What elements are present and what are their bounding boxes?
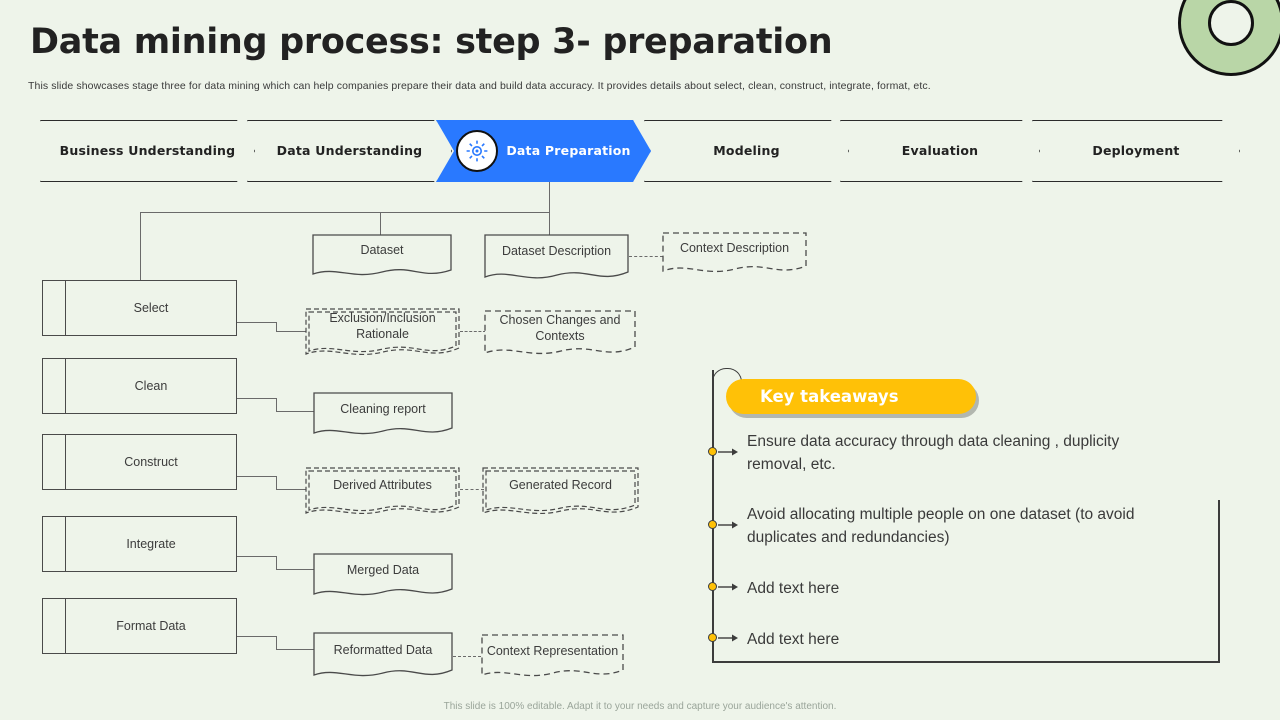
page-title: Data mining process: step 3- preparation	[30, 22, 833, 62]
chevron-step-deployment[interactable]: Deployment	[1032, 120, 1240, 182]
connector-dashed	[460, 489, 484, 490]
process-chevron-bar: Business Understanding Data Understandin…	[40, 120, 1240, 182]
connector	[276, 322, 278, 332]
stage-clean[interactable]: Clean	[42, 358, 237, 414]
artifact-generated-record[interactable]: Generated Record	[482, 467, 639, 519]
chevron-label: Business Understanding	[59, 143, 236, 159]
key-takeaway-item-3: Add text here	[747, 580, 840, 597]
connector	[549, 182, 551, 212]
stage-tab	[43, 359, 66, 413]
connector	[237, 556, 277, 558]
bullet-dot	[708, 633, 717, 642]
artifact-label: Context Representation	[486, 644, 619, 659]
connector	[276, 649, 314, 651]
stage-label: Format Data	[116, 619, 186, 633]
artifact-label: Reformatted Data	[333, 643, 433, 658]
stage-label: Integrate	[126, 537, 176, 551]
artifact-label: Generated Record	[509, 478, 612, 493]
artifact-label: Exclusion/Inclusion Rationale	[329, 311, 436, 341]
key-takeaway-item-4: Add text here	[747, 631, 840, 648]
stage-select[interactable]: Select	[42, 280, 237, 336]
connector	[276, 476, 278, 490]
stage-label: Construct	[124, 455, 178, 469]
key-takeaways-badge: Key takeaways	[726, 379, 976, 414]
artifact-label: Context Description	[679, 240, 790, 255]
stage-label: Select	[133, 301, 169, 315]
artifact-label: Dataset	[360, 243, 404, 258]
connector	[276, 398, 278, 412]
artifact-label: Merged Data	[346, 563, 420, 578]
connector	[140, 212, 550, 214]
connector	[276, 569, 314, 571]
chevron-step-data-preparation[interactable]: Data Preparation	[436, 120, 651, 182]
connector	[140, 212, 142, 282]
connector-dashed	[629, 256, 663, 257]
bullet-dot	[708, 520, 717, 529]
stage-label: Clean	[134, 379, 168, 393]
artifact-context-description[interactable]: Context Description	[662, 232, 807, 277]
artifact-dataset-description[interactable]: Dataset Description	[484, 234, 629, 284]
stage-tab	[43, 599, 66, 653]
artifact-context-representation[interactable]: Context Representation	[481, 634, 624, 682]
bullet-dot	[708, 447, 717, 456]
connector	[276, 411, 314, 413]
stage-integrate[interactable]: Integrate	[42, 516, 237, 572]
footer-note: This slide is 100% editable. Adapt it to…	[443, 701, 837, 712]
artifact-derived-attributes[interactable]: Derived Attributes	[305, 467, 460, 519]
page-subtitle: This slide showcases stage three for dat…	[28, 80, 931, 92]
artifact-label: Cleaning report	[340, 402, 426, 417]
key-takeaways-bracket-bottom	[712, 661, 1220, 663]
artifact-chosen-changes[interactable]: Chosen Changes and Contexts	[484, 310, 636, 360]
connector	[237, 398, 277, 400]
artifact-label: Dataset Description	[501, 244, 612, 259]
bullet-dot	[708, 582, 717, 591]
key-takeaways-bracket-right	[1218, 500, 1220, 662]
connector	[276, 331, 306, 333]
decorative-circle	[1178, 0, 1280, 80]
chevron-label: Deployment	[1092, 143, 1180, 159]
key-takeaway-item-2: Avoid allocating multiple people on one …	[747, 506, 1135, 547]
chevron-label: Data Understanding	[276, 143, 423, 159]
chevron-step-data-understanding[interactable]: Data Understanding	[247, 120, 452, 182]
connector	[276, 556, 278, 570]
connector	[276, 636, 278, 650]
stage-tab	[43, 281, 66, 335]
stage-construct[interactable]: Construct	[42, 434, 237, 490]
connector-dashed	[460, 331, 486, 332]
connector	[276, 489, 306, 491]
chevron-label: Modeling	[713, 143, 780, 159]
artifact-label: Chosen Changes and Contexts	[499, 313, 621, 343]
connector	[237, 322, 277, 324]
chevron-label: Data Preparation	[506, 143, 631, 159]
chevron-step-evaluation[interactable]: Evaluation	[840, 120, 1040, 182]
artifact-cleaning-report[interactable]: Cleaning report	[313, 392, 453, 440]
gear-data-icon	[456, 130, 498, 172]
key-takeaway-item-1: Ensure data accuracy through data cleani…	[747, 433, 1120, 474]
stage-format-data[interactable]: Format Data	[42, 598, 237, 654]
stage-tab	[43, 517, 66, 571]
arrow-icon	[718, 520, 740, 530]
key-takeaways-title: Key takeaways	[760, 387, 899, 406]
arrow-icon	[718, 447, 740, 457]
chevron-step-modeling[interactable]: Modeling	[644, 120, 849, 182]
stage-tab	[43, 435, 66, 489]
artifact-dataset[interactable]: Dataset	[312, 234, 452, 280]
connector	[549, 212, 551, 236]
key-takeaways-bracket-left	[712, 370, 714, 662]
artifact-label: Derived Attributes	[333, 478, 432, 493]
chevron-label: Evaluation	[901, 143, 979, 159]
arrow-icon	[718, 582, 740, 592]
artifact-reformatted-data[interactable]: Reformatted Data	[313, 632, 453, 684]
connector	[380, 212, 382, 236]
arrow-icon	[718, 633, 740, 643]
artifact-exclusion-inclusion-rationale[interactable]: Exclusion/Inclusion Rationale	[305, 308, 460, 360]
connector-dashed	[453, 656, 481, 657]
chevron-step-business-understanding[interactable]: Business Understanding	[40, 120, 255, 182]
artifact-merged-data[interactable]: Merged Data	[313, 553, 453, 601]
connector	[237, 636, 277, 638]
connector	[237, 476, 277, 478]
